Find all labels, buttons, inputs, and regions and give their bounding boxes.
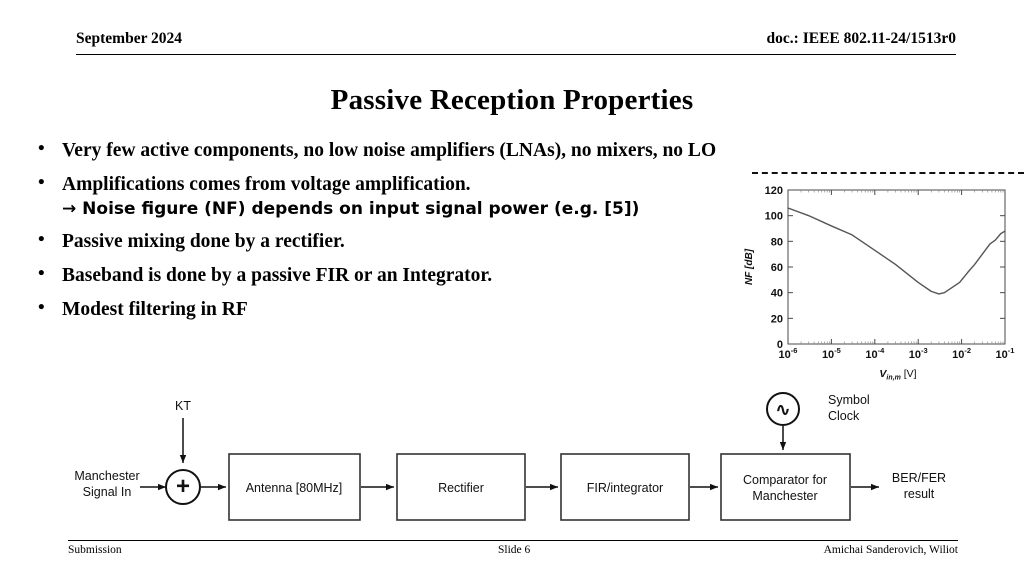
block-rectifier[interactable]: [396, 453, 526, 521]
x-tick-label: 10-1: [996, 346, 1015, 361]
block-antenna-label: Antenna [80MHz]: [246, 481, 343, 495]
page-title: Passive Reception Properties: [330, 84, 694, 116]
header-date: September 2024: [76, 30, 183, 47]
x-axis-minor-ticks: [800, 190, 1004, 344]
input-label-line2: Signal In: [83, 485, 132, 499]
summer-node: [165, 469, 201, 505]
list-item-text: Baseband is done by a passive FIR or an …: [62, 265, 493, 287]
y-axis-label: NF [dB]: [744, 248, 755, 285]
bullet-marker: •: [38, 228, 45, 250]
y-tick-label: 40: [771, 288, 783, 300]
x-tick-label: 10-3: [909, 346, 928, 361]
list-item: • Amplifications comes from voltage ampl…: [32, 172, 732, 219]
plot-frame: [787, 189, 1006, 345]
block-antenna[interactable]: [228, 453, 361, 521]
x-tick-label: 10-6: [779, 346, 798, 361]
header-doc-id: doc.: IEEE 802.11-24/1513r0: [766, 30, 956, 47]
x-tick-label: 10-5: [822, 346, 841, 361]
output-label-line2: result: [904, 487, 935, 501]
kt-noise-label: KT: [175, 399, 191, 413]
x-axis-ticks: [787, 190, 1006, 344]
slide-header: September 2024 doc.: IEEE 802.11-24/1513…: [76, 30, 956, 58]
y-tick-label: 120: [765, 185, 783, 197]
list-item: • Baseband is done by a passive FIR or a…: [32, 263, 732, 288]
bullet-marker: •: [38, 263, 45, 285]
footer-author: Amichai Sanderovich, Wiliot: [823, 544, 958, 556]
block-diagram-svg: KT Manchester Signal In + Antenna [80MHz…: [74, 392, 946, 521]
block-comparator-label-line2: Manchester: [752, 489, 817, 503]
x-axis-tick-labels: 10-6 10-5 10-4 10-3 10-2 10-1: [779, 346, 1015, 361]
list-item-text: Passive mixing done by a rectifier.: [62, 230, 345, 252]
symbol-clock-source[interactable]: [766, 392, 800, 426]
header-divider: [76, 54, 956, 55]
block-diagram: KT Manchester Signal In + Antenna [80MHz…: [0, 386, 1024, 532]
x-tick-label: 10-4: [865, 346, 885, 361]
slide-footer: Submission Slide 6 Amichai Sanderovich, …: [68, 544, 958, 564]
symbol-clock-label-line2: Clock: [828, 409, 860, 423]
input-label-line1: Manchester: [74, 469, 139, 483]
list-item-text: Very few active components, no low noise…: [62, 140, 717, 161]
image-selection-border: [752, 172, 1024, 174]
y-tick-label: 60: [771, 262, 783, 274]
block-comparator-label-line1: Comparator for: [743, 473, 827, 487]
block-comparator[interactable]: [720, 453, 851, 521]
symbol-clock-label-line1: Symbol: [828, 393, 870, 407]
bullet-marker: •: [38, 172, 45, 194]
bullet-marker: •: [38, 138, 45, 159]
list-item: • Very few active components, no low noi…: [32, 138, 732, 163]
footer-submission: Submission: [68, 544, 122, 556]
list-item: • Modest filtering in RF: [32, 297, 732, 322]
x-tick-label: 10-2: [952, 346, 971, 361]
sine-wave-icon: ∿: [775, 399, 791, 421]
list-item-subtext: → Noise figure (NF) depends on input sig…: [62, 198, 640, 219]
plus-icon: +: [176, 473, 190, 500]
nf-curve: [787, 207, 1006, 295]
list-item-text: Amplifications comes from voltage amplif…: [62, 174, 471, 196]
nf-chart-svg: 0 20 40 60 80 100 120 10-6 10-5 10-4 10-3 10-2 10-1…: [744, 185, 1015, 382]
bullet-marker: •: [38, 297, 45, 319]
block-fir-integrator[interactable]: [560, 453, 690, 521]
y-tick-label: 0: [777, 339, 783, 351]
y-tick-label: 100: [765, 211, 783, 223]
y-tick-label: 20: [771, 313, 783, 325]
footer-divider: [68, 540, 958, 541]
y-axis-ticks: [788, 189, 1005, 345]
list-item-text: Modest filtering in RF: [62, 299, 248, 321]
bullet-list: • Very few active components, no low noi…: [32, 138, 732, 332]
output-label-line1: BER/FER: [892, 471, 946, 485]
x-axis-label: Vin,m [V]: [879, 368, 916, 382]
nf-chart[interactable]: 0 20 40 60 80 100 120 10-6 10-5 10-4 10-3 10-2 10-1…: [738, 172, 1024, 384]
list-item: • Passive mixing done by a rectifier.: [32, 229, 732, 254]
y-axis-tick-labels: 0 20 40 60 80 100 120: [765, 185, 783, 351]
block-fir-integrator-label: FIR/integrator: [587, 481, 663, 495]
footer-slide-number: Slide 6: [498, 544, 531, 556]
y-tick-label: 80: [771, 236, 783, 248]
block-rectifier-label: Rectifier: [438, 481, 484, 495]
